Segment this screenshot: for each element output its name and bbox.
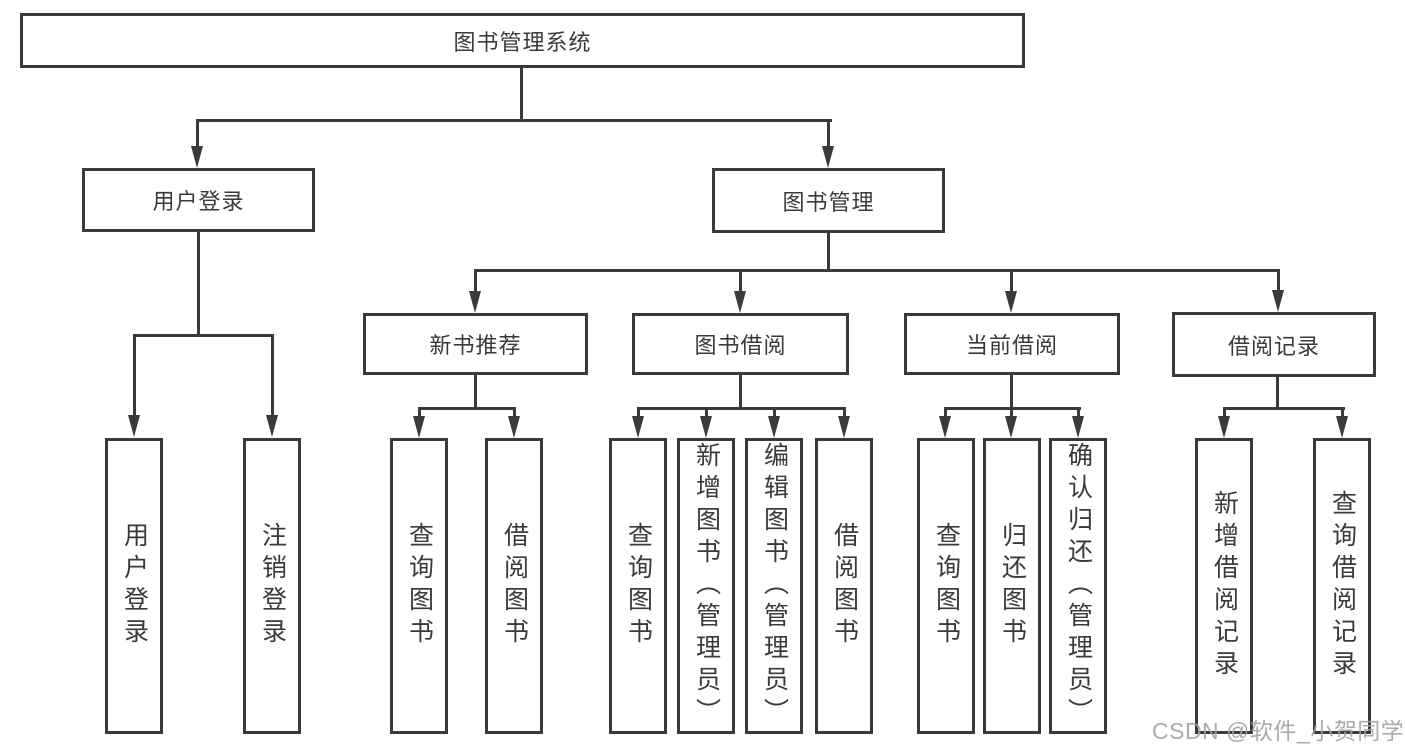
leaf-query-books-3: 查询图书 (917, 438, 975, 734)
leaf-query-books-2: 查询图书 (609, 438, 667, 734)
connector-line (1010, 407, 1013, 418)
leaf-add-books-admin-label: 新增图书（管理员） (692, 442, 721, 730)
csdn-watermark: CSDN @软件_小贺同学 (1152, 718, 1405, 744)
leaf-logout: 注销登录 (243, 438, 301, 734)
connector-line (418, 407, 421, 418)
arrow-down-icon (413, 416, 425, 438)
connector-line (843, 407, 846, 418)
arrow-down-icon (700, 416, 712, 438)
leaf-borrow-books-2: 借阅图书 (815, 438, 873, 734)
leaf-query-borrow-record: 查询借阅记录 (1313, 438, 1371, 734)
connector-line (1341, 407, 1344, 418)
node-current-borrow: 当前借阅 (904, 313, 1120, 375)
connector-line (637, 407, 846, 410)
arrow-down-icon (1005, 291, 1017, 313)
arrow-down-icon (469, 291, 481, 313)
leaf-add-borrow-record-label: 新增借阅记录 (1210, 490, 1239, 682)
arrow-down-icon (1272, 290, 1284, 312)
leaf-borrow-books-1-label: 借阅图书 (500, 522, 529, 650)
arrow-down-icon (1336, 416, 1348, 438)
leaf-add-books-admin: 新增图书（管理员） (677, 438, 735, 734)
node-user-login: 用户登录 (82, 168, 315, 232)
arrow-down-icon (508, 416, 520, 438)
leaf-borrow-books-2-label: 借阅图书 (830, 522, 859, 650)
leaf-add-borrow-record: 新增借阅记录 (1195, 438, 1253, 734)
node-book-borrow-label: 图书借阅 (694, 333, 787, 358)
node-new-book-recommend: 新书推荐 (363, 313, 588, 375)
leaf-query-books-1: 查询图书 (390, 438, 448, 734)
connector-line (474, 269, 1280, 272)
node-book-borrow: 图书借阅 (632, 313, 849, 375)
arrow-down-icon (191, 146, 203, 168)
node-book-management: 图书管理 (712, 168, 945, 233)
arrow-down-icon (939, 416, 951, 438)
arrow-down-icon (266, 415, 278, 437)
node-borrow-record-label: 借阅记录 (1227, 333, 1320, 359)
connector-line (773, 407, 776, 418)
connector-line (133, 334, 136, 417)
node-current-borrow-label: 当前借阅 (965, 333, 1058, 358)
node-root: 图书管理系统 (20, 13, 1025, 68)
arrow-down-icon (128, 415, 140, 437)
node-new-book-recommend-label: 新书推荐 (429, 333, 522, 358)
node-root-label: 图书管理系统 (453, 29, 592, 55)
connector-line (197, 232, 200, 337)
connector-line (133, 334, 274, 337)
connector-line (474, 375, 477, 410)
connector-line (637, 407, 640, 418)
arrow-down-icon (632, 416, 644, 438)
leaf-logout-label: 注销登录 (258, 522, 287, 650)
connector-line (1077, 407, 1080, 418)
arrow-down-icon (768, 416, 780, 438)
leaf-edit-books-admin-label: 编辑图书（管理员） (760, 442, 789, 730)
connector-line (827, 233, 830, 272)
arrow-down-icon (1005, 416, 1017, 438)
leaf-return-books-label: 归还图书 (998, 522, 1027, 650)
connector-line (827, 119, 830, 147)
connector-line (1276, 377, 1279, 410)
leaf-return-books: 归还图书 (983, 438, 1041, 734)
leaf-query-books-3-label: 查询图书 (932, 522, 961, 650)
connector-line (196, 119, 832, 122)
leaf-query-borrow-record-label: 查询借阅记录 (1328, 490, 1357, 682)
leaf-query-books-2-label: 查询图书 (624, 522, 653, 650)
node-book-management-label: 图书管理 (782, 189, 875, 215)
connector-line (271, 334, 274, 417)
leaf-edit-books-admin: 编辑图书（管理员） (745, 438, 803, 734)
leaf-user-login-label: 用户登录 (120, 522, 149, 650)
connector-line (739, 375, 742, 410)
connector-line (1010, 269, 1013, 293)
connector-line (1223, 407, 1226, 418)
connector-line (520, 68, 523, 122)
arrow-down-icon (734, 291, 746, 313)
node-user-login-label: 用户登录 (152, 189, 245, 214)
arrow-down-icon (1218, 416, 1230, 438)
connector-line (418, 407, 516, 410)
arrow-down-icon (838, 416, 850, 438)
leaf-query-books-1-label: 查询图书 (405, 522, 434, 650)
connector-line (739, 269, 742, 293)
node-borrow-record: 借阅记录 (1172, 312, 1376, 377)
connector-line (474, 269, 477, 293)
connector-line (1010, 375, 1013, 410)
arrow-down-icon (822, 146, 834, 168)
leaf-confirm-return-admin-label: 确认归还（管理员） (1064, 442, 1093, 730)
connector-line (513, 407, 516, 418)
connector-line (1277, 269, 1280, 292)
arrow-down-icon (1072, 416, 1084, 438)
leaf-user-login: 用户登录 (105, 438, 163, 734)
connector-line (196, 119, 199, 147)
leaf-borrow-books-1: 借阅图书 (485, 438, 543, 734)
connector-line (944, 407, 947, 418)
connector-line (705, 407, 708, 418)
connector-line (1223, 407, 1345, 410)
leaf-confirm-return-admin: 确认归还（管理员） (1049, 438, 1107, 734)
